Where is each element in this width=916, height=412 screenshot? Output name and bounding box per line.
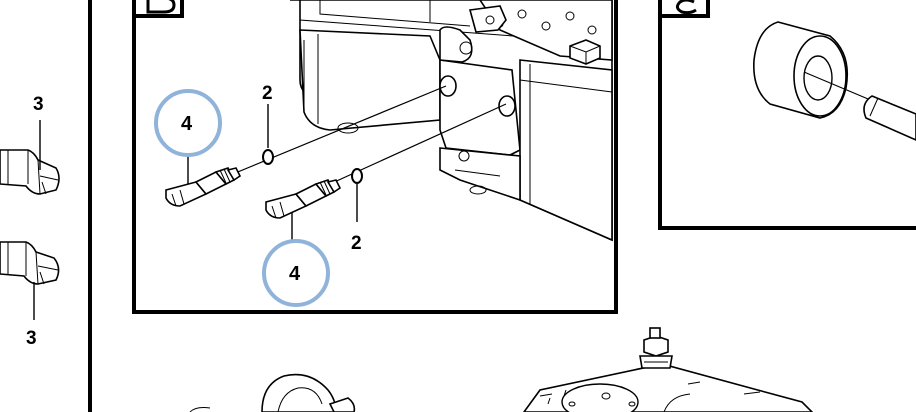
- callout-label-washer-upper: 2: [262, 83, 273, 104]
- roller-wheel: [189, 373, 356, 412]
- detail-panel-c: [658, 0, 916, 230]
- sealing-washer-upper: [262, 149, 274, 165]
- bottom-partial-drawings: [189, 327, 814, 412]
- mounting-plate: [523, 327, 814, 412]
- callout-label-washer-lower: 2: [351, 233, 362, 254]
- connector-plug-upper: [0, 149, 60, 195]
- bushing: [753, 21, 849, 119]
- callout-label-plug-upper: 3: [33, 94, 44, 115]
- left-panel: 3 3: [0, 0, 92, 412]
- detail-panel-b: 2 2 4 4: [132, 0, 618, 314]
- callout-tag-sensor-upper: 4: [154, 89, 222, 157]
- install-axis-c: [803, 71, 881, 105]
- panel-letter-tag-c: [658, 0, 710, 18]
- valve-block-assembly: [290, 0, 613, 242]
- pin: [863, 95, 916, 141]
- pressure-sensor-upper: [165, 167, 242, 207]
- pressure-sensor-lower: [265, 179, 342, 219]
- callout-label-plug-lower: 3: [26, 328, 37, 349]
- callout-label-sensor-upper: 4: [181, 113, 193, 135]
- sealing-washer-lower: [351, 168, 363, 184]
- callout-label-sensor-lower: 4: [289, 263, 301, 285]
- connector-plug-lower: [0, 241, 60, 285]
- callout-tag-sensor-lower: 4: [262, 239, 330, 307]
